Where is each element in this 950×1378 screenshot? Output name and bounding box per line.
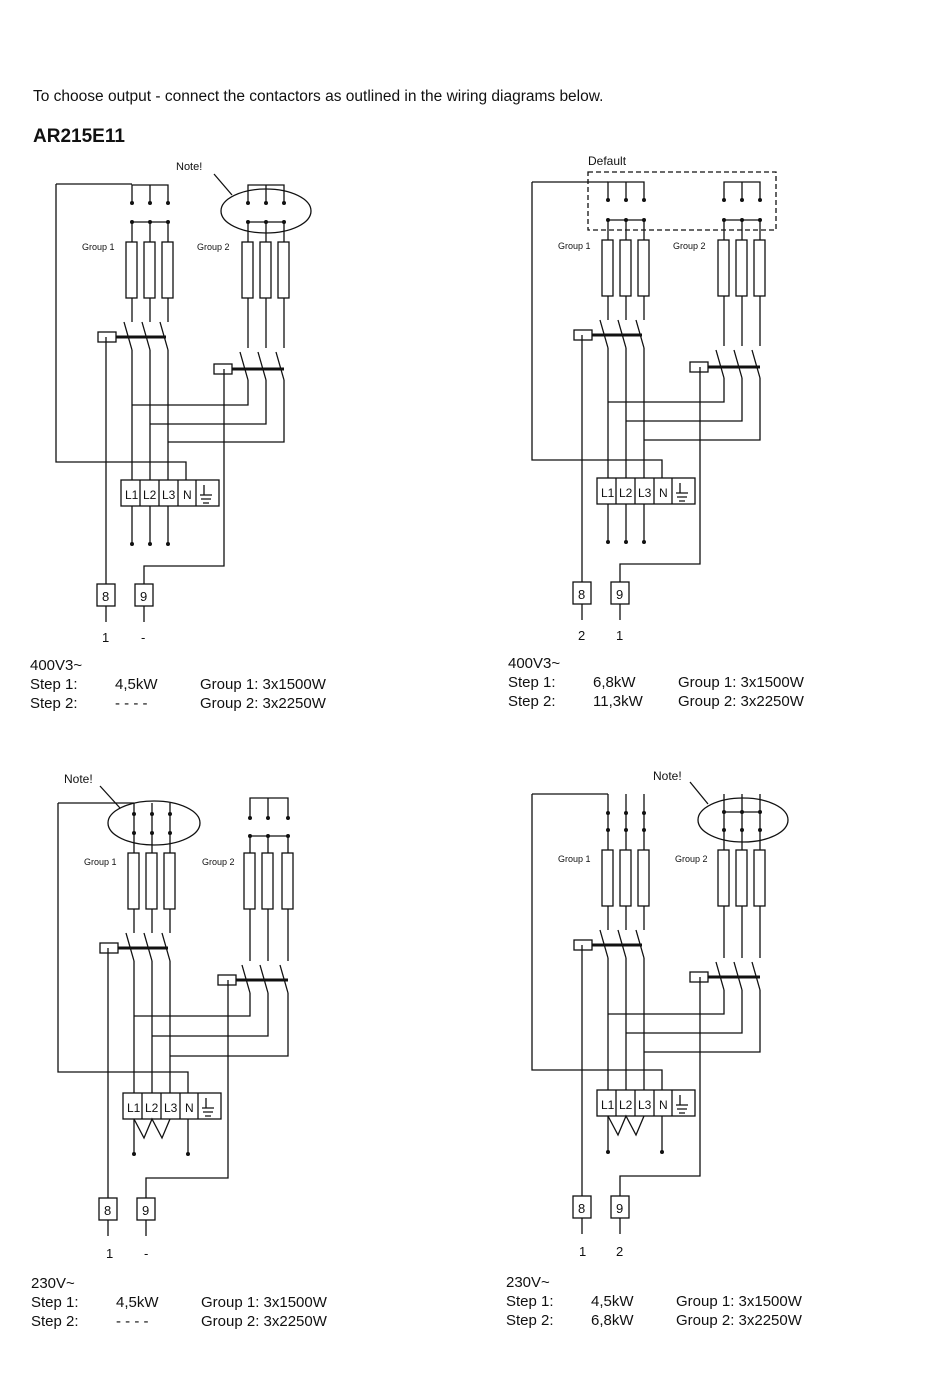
step-2-value: - - - - [116, 1313, 149, 1330]
note-label: Note! [653, 769, 682, 783]
step-1-value: 6,8kW [593, 674, 636, 691]
group-1-label: Group 1 [82, 242, 115, 252]
pin-8-value: 1 [579, 1244, 586, 1259]
voltage: 230V~ [506, 1274, 550, 1291]
step-1-group: Group 1: 3x1500W [200, 676, 326, 693]
default-label: Default [588, 154, 627, 168]
intro-text: To choose output - connect the contactor… [33, 88, 604, 105]
terminal-l3: L3 [638, 1098, 652, 1112]
terminal-n: N [659, 1098, 668, 1112]
step-2-label: Step 2: [506, 1312, 554, 1329]
step-1-value: 4,5kW [115, 676, 158, 693]
pin-9-value: 1 [616, 628, 623, 643]
terminal-l3: L3 [164, 1101, 178, 1115]
wiring-diagram-3: Note! Group 1 Group 2 L1 L2 L3 N 8 9 1 - [2, 768, 422, 1368]
terminal-l2: L2 [619, 486, 633, 500]
step-1-group: Group 1: 3x1500W [676, 1293, 802, 1310]
terminal-l2: L2 [619, 1098, 633, 1112]
group-2-label: Group 2 [675, 854, 708, 864]
terminal-n: N [183, 488, 192, 502]
group-1-label: Group 1 [558, 854, 591, 864]
step-2-group: Group 2: 3x2250W [201, 1313, 327, 1330]
spec-2: 400V3~ Step 1: 6,8kW Group 1: 3x1500W Step… [508, 654, 804, 711]
pin-9-value: 2 [616, 1244, 623, 1259]
group-2-label: Group 2 [202, 857, 235, 867]
pin-8-value: 1 [106, 1246, 113, 1261]
terminal-l2: L2 [145, 1101, 159, 1115]
diagram-3-svg: Note! Group 1 Group 2 L1 L2 L3 N 8 9 1 - [57, 772, 294, 1261]
note-label: Note! [64, 772, 93, 786]
voltage: 400V3~ [508, 655, 561, 672]
step-2-group: Group 2: 3x2250W [200, 695, 326, 712]
terminal-l1: L1 [601, 1098, 615, 1112]
terminal-l2: L2 [143, 488, 157, 502]
note-label: Note! [176, 161, 202, 173]
step-1-group: Group 1: 3x1500W [201, 1294, 327, 1311]
step-2-label: Step 2: [31, 1313, 79, 1330]
spec-3: 230V~ Step 1: 4,5kW Group 1: 3x1500W Step … [31, 1274, 327, 1331]
voltage: 230V~ [31, 1275, 75, 1292]
step-1-value: 4,5kW [116, 1294, 159, 1311]
terminal-n: N [185, 1101, 194, 1115]
step-2-value: 11,3kW [593, 693, 643, 710]
pin-9-value: - [141, 630, 145, 645]
step-2-value: 6,8kW [591, 1312, 634, 1329]
terminal-l1: L1 [601, 486, 615, 500]
terminal-l1: L1 [127, 1101, 141, 1115]
step-1-label: Step 1: [31, 1294, 79, 1311]
spec-4: 230V~ Step 1: 4,5kW Group 1: 3x1500W Step … [506, 1273, 802, 1330]
wiring-diagram-2: Default Group 1 Group 2 L1 L2 L3 N 8 9 2… [476, 150, 896, 750]
pin-8-value: 1 [102, 630, 109, 645]
pin-8: 8 [578, 587, 585, 602]
pin-9: 9 [142, 1203, 149, 1218]
group-1-label: Group 1 [84, 857, 117, 867]
step-1-label: Step 1: [508, 674, 556, 691]
pin-9-value: - [144, 1246, 148, 1261]
diagram-2-svg: Default Group 1 Group 2 L1 L2 L3 N 8 9 2… [531, 154, 777, 643]
model-title: AR215E11 [33, 126, 125, 147]
pin-8: 8 [104, 1203, 111, 1218]
voltage: 400V3~ [30, 657, 83, 674]
step-1-value: 4,5kW [591, 1293, 634, 1310]
wiring-diagram-4: Note! Group 1 Group 2 L1 L2 L3 N 8 9 1 2 [476, 768, 896, 1368]
diagram-1-svg: Note! Group 1 Group 2 L1 L2 L3 N 8 9 1 - [55, 161, 312, 645]
step-2-group: Group 2: 3x2250W [676, 1312, 802, 1329]
group-2-label: Group 2 [673, 241, 706, 251]
wiring-diagram-1: Note! Group 1 Group 2 L1 L2 L3 N 8 9 1 - [0, 150, 420, 750]
step-2-label: Step 2: [30, 695, 78, 712]
step-2-value: - - - - [115, 695, 148, 712]
pin-9: 9 [616, 587, 623, 602]
terminal-l3: L3 [162, 488, 176, 502]
pin-9: 9 [140, 589, 147, 604]
pin-8: 8 [102, 589, 109, 604]
step-1-label: Step 1: [30, 676, 78, 693]
step-2-group: Group 2: 3x2250W [678, 693, 804, 710]
group-1-label: Group 1 [558, 241, 591, 251]
pin-8-value: 2 [578, 628, 585, 643]
terminal-n: N [659, 486, 668, 500]
step-1-label: Step 1: [506, 1293, 554, 1310]
pin-8: 8 [578, 1201, 585, 1216]
spec-1: 400V3~ Step 1: 4,5kW Group 1: 3x1500W Step… [30, 656, 326, 713]
group-2-label: Group 2 [197, 242, 230, 252]
terminal-l1: L1 [125, 488, 139, 502]
terminal-l3: L3 [638, 486, 652, 500]
step-1-group: Group 1: 3x1500W [678, 674, 804, 691]
pin-9: 9 [616, 1201, 623, 1216]
diagram-4-svg: Note! Group 1 Group 2 L1 L2 L3 N 8 9 1 2 [531, 769, 789, 1259]
step-2-label: Step 2: [508, 693, 556, 710]
